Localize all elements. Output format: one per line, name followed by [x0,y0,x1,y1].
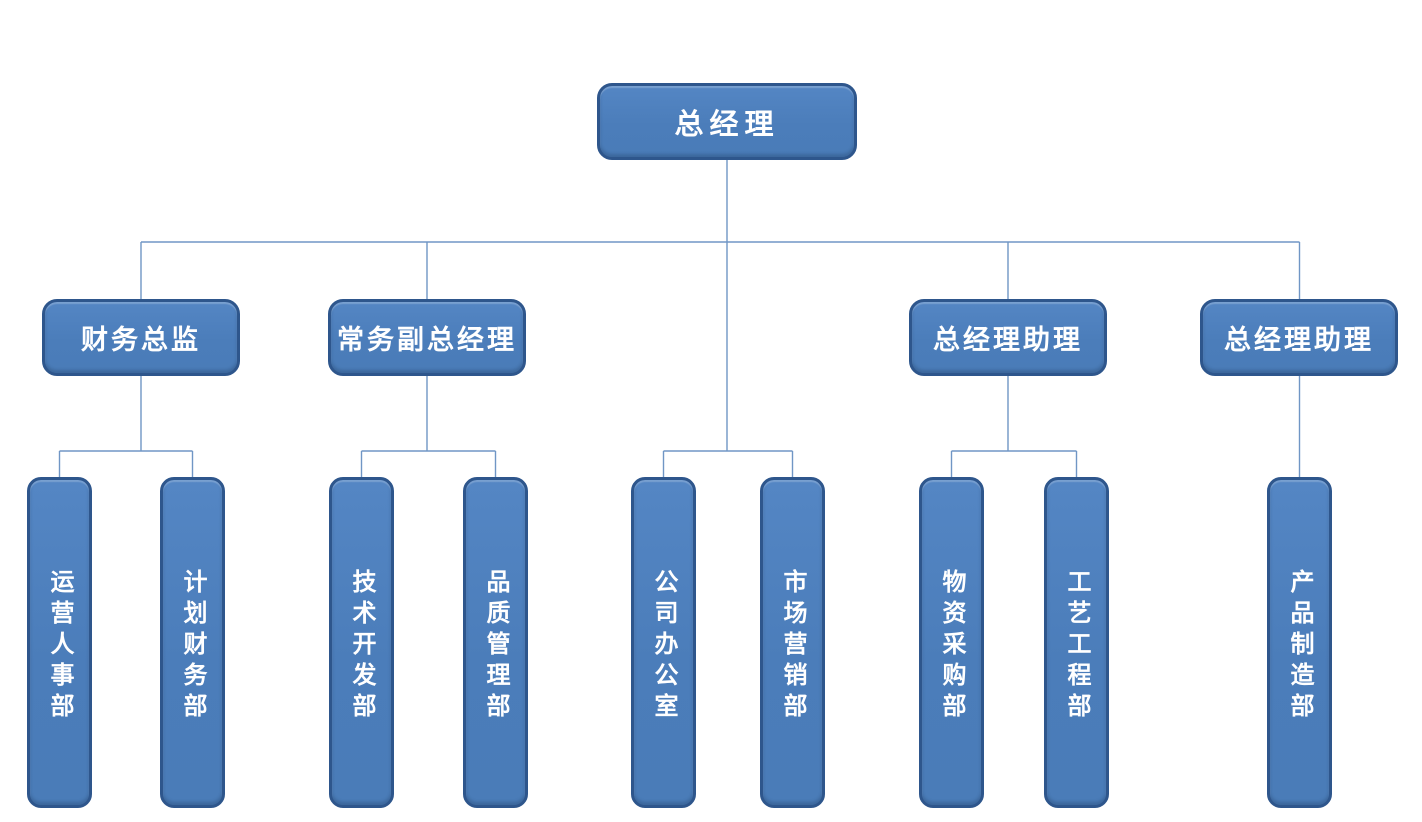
connector-assistant1-group [950,376,1078,478]
org-node-label: 品质管理部 [482,568,508,724]
org-node-finance-director: 财务总监 [42,299,240,376]
org-node-label: 总经理 [674,108,780,141]
org-node-dept-technology-development: 技术开发部 [329,477,394,808]
connector-deputy-group [360,376,497,478]
org-node-general-manager: 总经理 [597,83,857,160]
org-node-label: 物资采购部 [938,568,964,724]
org-node-label: 财务总监 [81,325,201,355]
org-node-dept-material-procurement: 物资采购部 [919,477,984,808]
org-node-dept-product-manufacturing: 产品制造部 [1267,477,1332,808]
org-node-label: 总经理助理 [933,325,1083,355]
org-node-executive-deputy-gm: 常务副总经理 [328,299,526,376]
org-node-label: 产品制造部 [1286,568,1312,724]
org-node-label: 工艺工程部 [1063,568,1089,724]
org-node-label: 常务副总经理 [337,325,517,355]
org-node-label: 公司办公室 [650,568,676,724]
org-node-dept-operations-hr: 运营人事部 [27,477,92,808]
org-node-dept-marketing: 市场营销部 [760,477,825,808]
org-node-dept-planning-finance: 计划财务部 [160,477,225,808]
org-node-label: 运营人事部 [46,568,72,724]
org-node-gm-assistant-2: 总经理助理 [1200,299,1398,376]
org-node-dept-company-office: 公司办公室 [631,477,696,808]
org-node-dept-process-engineering: 工艺工程部 [1044,477,1109,808]
org-node-label: 技术开发部 [348,568,374,724]
connector-gm-direct-group [662,450,794,478]
org-node-label: 计划财务部 [179,568,205,724]
org-node-label: 市场营销部 [779,568,805,724]
connector-finance-group [58,376,194,478]
org-node-label: 总经理助理 [1224,325,1374,355]
org-node-dept-quality-management: 品质管理部 [463,477,528,808]
org-node-gm-assistant-1: 总经理助理 [909,299,1107,376]
connector-top-rail [140,241,1301,299]
